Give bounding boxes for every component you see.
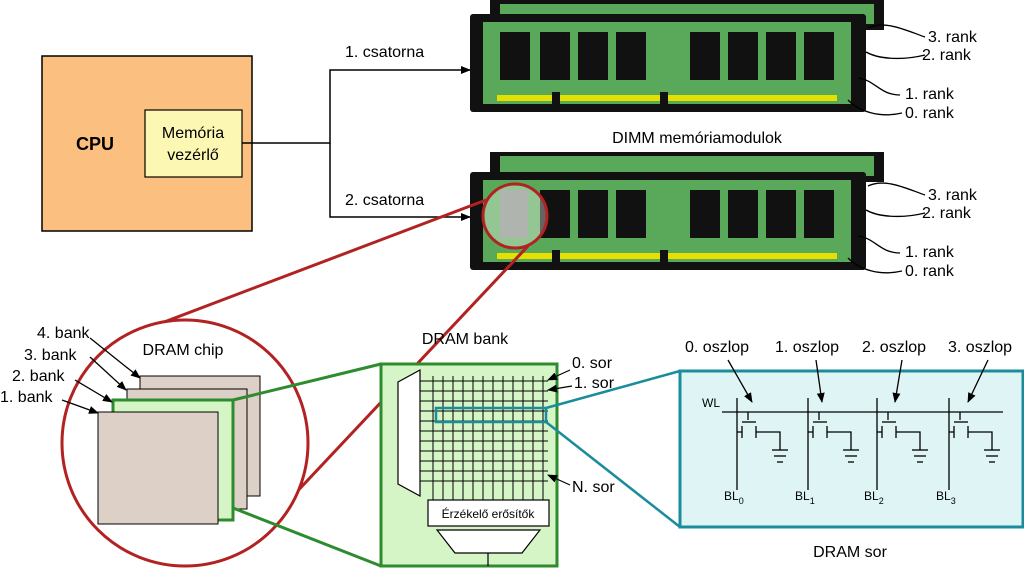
dram-bank-title: DRAM bank — [422, 331, 509, 348]
rank-top-1: 1. rank — [905, 86, 955, 103]
rank-bottom-0: 0. rank — [905, 263, 955, 280]
bank-label-3: 3. bank — [24, 347, 77, 364]
rank-top-2: 2. rank — [922, 47, 972, 64]
sense-amplifiers-box — [427, 499, 550, 527]
dram-cell-0 — [736, 398, 788, 490]
channel-bus — [242, 66, 471, 144]
selected-row-highlight — [434, 406, 548, 424]
sense-amplifiers-label: Érzékelő erősítők — [442, 506, 536, 521]
column-mux — [435, 529, 542, 554]
row-n-label: N. sor — [572, 479, 615, 496]
dram-cell-3 — [948, 398, 1000, 490]
bank-label-2: 2. bank — [12, 368, 65, 385]
bank-label-4: 4. bank — [37, 325, 90, 342]
column-1-label: 1. oszlop — [775, 339, 839, 356]
channel-bus-2 — [329, 143, 471, 221]
rank-arrows-bottom — [847, 182, 926, 274]
column-0-label: 0. oszlop — [685, 339, 749, 356]
dram-cell-1 — [807, 398, 859, 490]
zoom-line-red-1 — [121, 198, 487, 340]
column-arrows — [727, 359, 989, 403]
cpu-label: CPU — [76, 134, 114, 154]
row-decoder — [397, 368, 421, 498]
dram-row-title: DRAM sor — [813, 544, 887, 561]
zoom-line-teal-2 — [545, 421, 681, 528]
zoom-line-green-2 — [232, 506, 382, 568]
zoom-line-green-1 — [232, 362, 382, 402]
bank-arrows — [61, 337, 141, 414]
wordline-label: WL — [702, 396, 720, 410]
rank-arrows-top — [847, 24, 926, 116]
dimm-group-bottom — [470, 152, 884, 270]
zoom-line-teal-1 — [545, 369, 681, 410]
dram-chip-title: DRAM chip — [143, 342, 224, 359]
rank-bottom-3: 3. rank — [928, 187, 978, 204]
dimm-group-top — [470, 0, 884, 112]
column-2-label: 2. oszlop — [862, 339, 926, 356]
bank-layer-1 — [97, 411, 219, 525]
cell-grid — [420, 376, 548, 500]
channel-1-label: 1. csatorna — [345, 44, 424, 61]
chip-zoom-circle-small — [481, 182, 549, 250]
rank-top-0: 0. rank — [905, 105, 955, 122]
rank-top-3: 3. rank — [928, 29, 978, 46]
dimm-title: DIMM memóriamodulok — [612, 130, 783, 147]
rank-bottom-1: 1. rank — [905, 244, 955, 261]
channel-2-label: 2. csatorna — [345, 192, 424, 209]
bank-label-1: 1. bank — [0, 389, 53, 406]
memory-controller-label-1: Memória — [162, 125, 224, 142]
rank-bottom-2: 2. rank — [922, 205, 972, 222]
dram-cell-2 — [876, 398, 928, 490]
row-1-label: 1. sor — [574, 375, 615, 392]
memory-controller-label-2: vezérlő — [167, 147, 219, 164]
row-0-label: 0. sor — [572, 355, 613, 372]
column-3-label: 3. oszlop — [948, 339, 1012, 356]
memory-controller-box — [144, 109, 243, 178]
